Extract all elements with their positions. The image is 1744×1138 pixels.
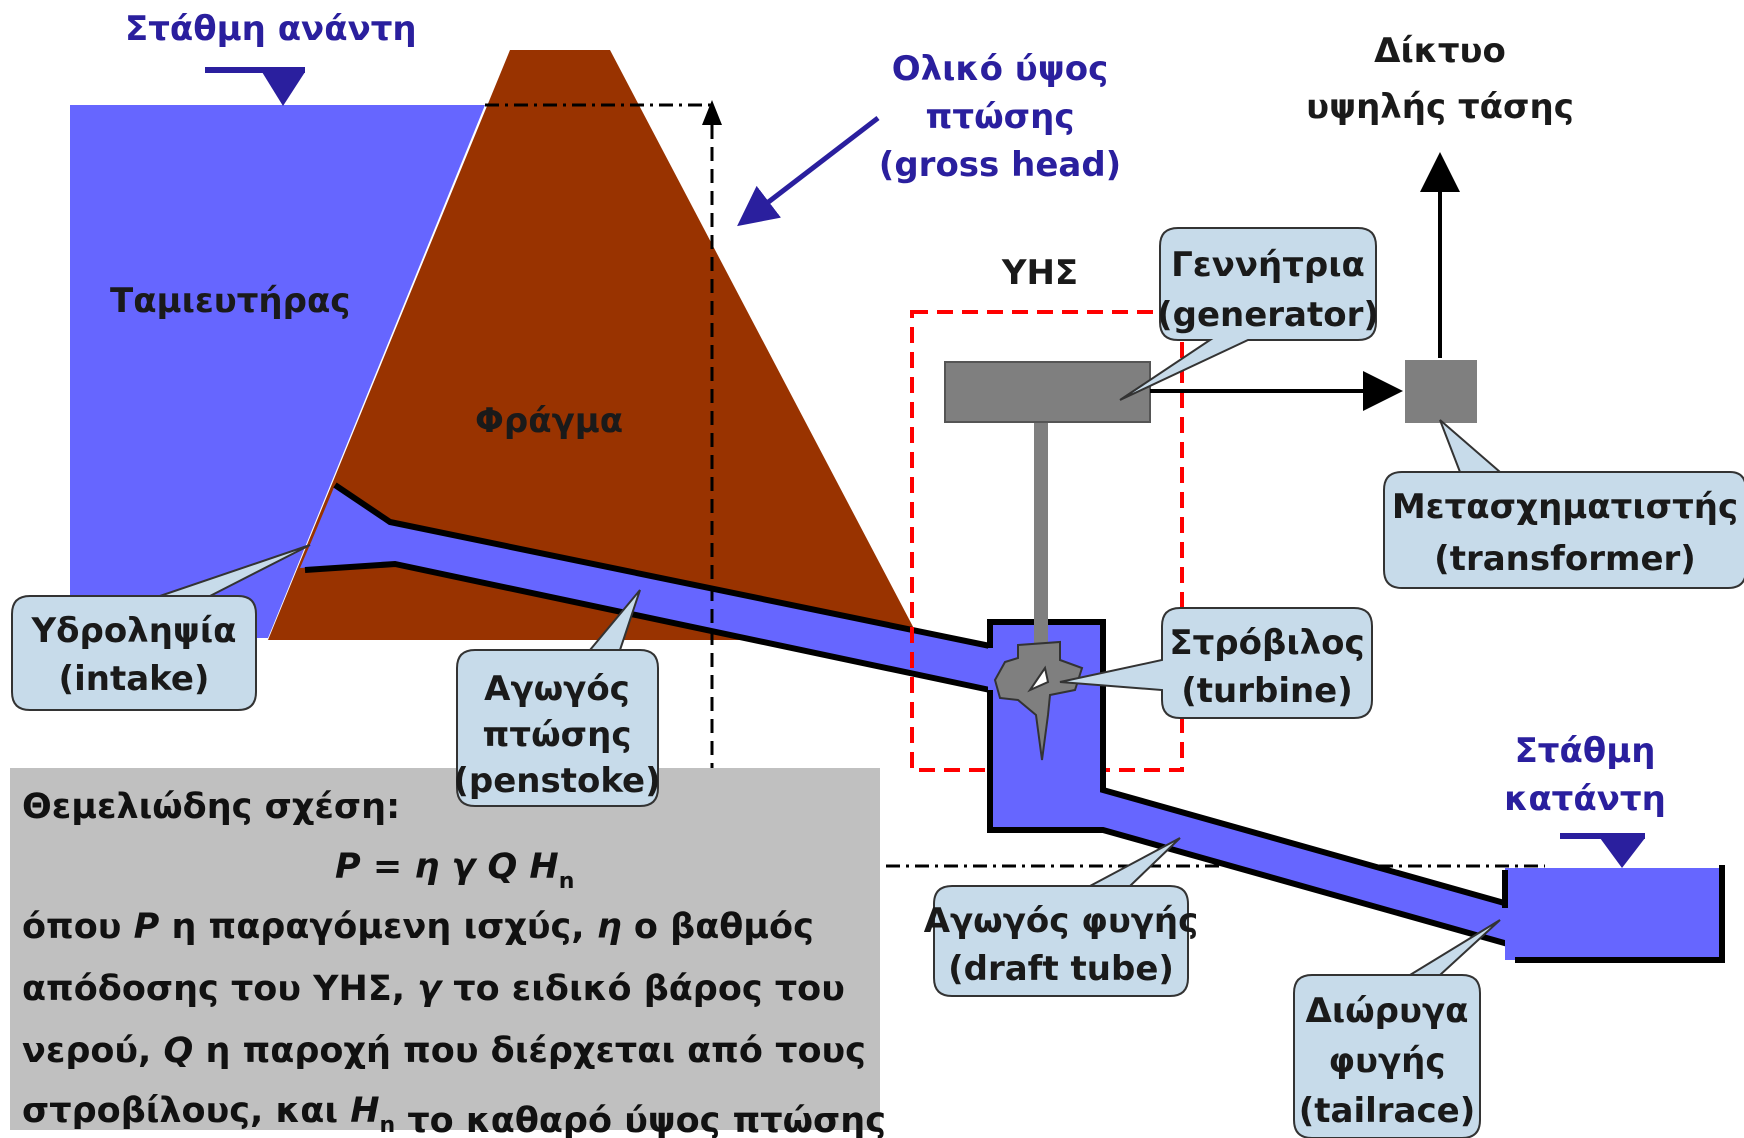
formula-description-part: P <box>134 907 160 947</box>
gross-head-line-2: πτώσης <box>926 97 1075 137</box>
formula-description-part: νερού, <box>22 1031 164 1071</box>
callout-draft-tube <box>933 837 1189 997</box>
transformer-callout-line-1: Μετασχηματιστής <box>1392 487 1738 527</box>
dam-label: Φράγμα <box>475 401 623 441</box>
formula-description-part: η παραγόμενη ισχύς, <box>159 907 597 947</box>
draft-tube-callout-line-2: (draft tube) <box>948 949 1174 989</box>
formula-description-part: το ειδικό βάρος του <box>441 969 845 1009</box>
gross-head-line-3: (gross head) <box>879 145 1121 185</box>
upstream-level-triangle <box>262 72 305 106</box>
tailrace-callout-line-1: Διώρυγα <box>1306 991 1469 1031</box>
formula-equation-main: P = η γ Q H <box>335 847 559 887</box>
formula-description-line: όπου P η παραγόμενη ισχύς, η ο βαθμός <box>22 907 814 947</box>
tailrace-right-wall <box>1515 865 1725 963</box>
downstream-level-line-1: Στάθμη <box>1515 731 1656 771</box>
penstock <box>300 485 990 690</box>
gross-head-pointer <box>737 116 880 227</box>
formula-description-part: όπου <box>22 907 134 947</box>
penstock-bottom-edge <box>304 560 991 693</box>
downstream-level-line-2: κατάντη <box>1504 779 1666 819</box>
penstock-top-edge <box>333 482 991 649</box>
formula-description: όπου P η παραγόμενη ισχύς, η ο βαθμός από… <box>22 907 886 1138</box>
formula-description-line: νερού, Q η παροχή που διέρχεται από τους <box>22 1031 866 1071</box>
upstream-level-label: Στάθμη ανάντη <box>125 9 417 49</box>
housing-bottom-edge <box>987 690 1516 949</box>
grid-line-1: Δίκτυο <box>1374 31 1506 71</box>
callout-generator <box>1119 227 1377 401</box>
housing-left-edge <box>987 619 1516 909</box>
turbine-icon <box>993 640 1084 761</box>
formula-equation-subscript: n <box>559 869 575 894</box>
formula-description-part: στροβίλους, και <box>22 1091 350 1131</box>
tailrace-callout-line-2: φυγής <box>1328 1041 1445 1081</box>
reservoir-water <box>70 105 485 638</box>
callout-penstock <box>456 589 659 807</box>
dam-body <box>268 50 920 640</box>
formula-description-part: η <box>597 907 622 947</box>
callout-intake <box>11 544 311 711</box>
reservoir-label: Ταμιευτήρας <box>110 281 350 321</box>
penstock-callout-line-3: (penstoke) <box>453 761 660 801</box>
generator-callout-line-2: (generator) <box>1157 295 1379 335</box>
callout-transformer <box>1383 419 1744 589</box>
formula-description-part: n <box>379 1113 395 1138</box>
formula-description-part: H <box>350 1091 379 1131</box>
formula-description-part: το καθαρό ύψος πτώσης <box>395 1101 886 1138</box>
formula-heading: Θεμελιώδης σχέση: <box>22 787 400 827</box>
formula-description-part: γ <box>417 969 443 1009</box>
penstock-callout-line-1: Αγωγός <box>484 669 630 709</box>
gross-head-line-1: Ολικό ύψος <box>892 49 1108 89</box>
turbine-shaft <box>1034 420 1048 670</box>
tailrace-callout-line-3: (tailrace) <box>1299 1091 1476 1131</box>
formula-description-line: απόδοσης του ΥΗΣ, γ το ειδικό βάρος του <box>22 969 845 1009</box>
hps-label: ΥΗΣ <box>1001 253 1078 293</box>
formula-equation: P = η γ Q Hn <box>335 847 574 894</box>
formula-description-part: Q <box>164 1031 194 1071</box>
tailrace-water <box>1505 868 1720 960</box>
intake-callout-line-2: (intake) <box>59 659 210 699</box>
intake-callout-line-1: Υδροληψία <box>31 611 237 651</box>
formula-description-part: απόδοσης του ΥΗΣ, <box>22 969 417 1009</box>
turbine-callout-line-2: (turbine) <box>1181 671 1353 711</box>
penstock-callout-line-2: πτώσης <box>483 715 632 755</box>
transformer-callout-line-2: (transformer) <box>1434 539 1696 579</box>
generator-box <box>944 361 1151 423</box>
transformer-box <box>1405 360 1477 423</box>
grid-line-2: υψηλής τάσης <box>1306 87 1574 127</box>
formula-description-part: ο βαθμός <box>622 907 814 947</box>
turbine-blade <box>1027 665 1050 693</box>
generator-callout-line-1: Γεννήτρια <box>1171 245 1365 285</box>
callout-turbine <box>1059 607 1373 719</box>
formula-box <box>10 768 880 1130</box>
turbine-callout-line-1: Στρόβιλος <box>1169 623 1364 663</box>
formula-description-line: στροβίλους, και Hn το καθαρό ύψος πτώσης <box>22 1091 886 1138</box>
formula-description-part: η παροχή που διέρχεται από τους <box>193 1031 866 1071</box>
draft-tube-callout-line-1: Αγωγός φυγής <box>924 901 1199 941</box>
downstream-level-triangle <box>1600 838 1645 868</box>
head-arrow-top <box>702 100 722 125</box>
